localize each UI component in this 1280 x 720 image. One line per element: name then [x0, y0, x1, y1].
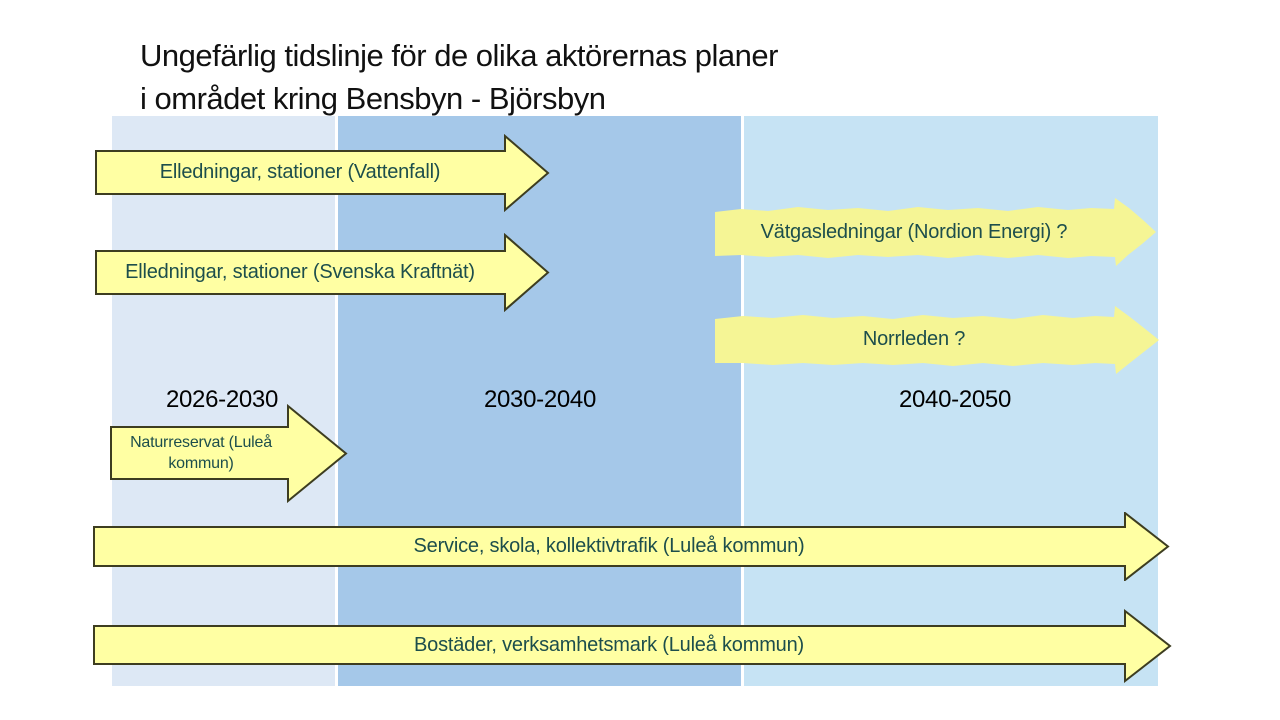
timeline-arrow-naturreservat: Naturreservat (Luleå kommun) — [110, 404, 348, 503]
timeline-arrow-vatgasledningar: Vätgasledningar (Nordion Energi) ? — [713, 195, 1158, 270]
slide-title: Ungefärlig tidslinje för de olika aktöre… — [140, 34, 778, 120]
arrow-label-norrleden: Norrleden ? — [862, 328, 966, 350]
arrow-label-vattenfall: Elledningar, stationer (Vattenfall) — [159, 161, 441, 183]
right-arrow-shape-icon — [93, 609, 1172, 683]
right-arrow-shape-icon — [110, 404, 348, 503]
period-band-2030-2040 — [338, 116, 741, 686]
period-band-2026-2030 — [112, 116, 335, 686]
timeline-arrow-svenska-kraftnat: Elledningar, stationer (Svenska Kraftnät… — [95, 233, 550, 312]
slide-title-line2: i området kring Bensbyn - Björsbyn — [140, 81, 606, 116]
timeline-arrow-vattenfall: Elledningar, stationer (Vattenfall) — [95, 134, 550, 212]
slide-title-line1: Ungefärlig tidslinje för de olika aktöre… — [140, 38, 778, 73]
arrow-label-vatgasledningar: Vätgasledningar (Nordion Energi) ? — [760, 220, 1068, 243]
timeline-arrow-norrleden: Norrleden ? — [713, 303, 1161, 377]
right-arrow-shape-icon — [95, 134, 550, 212]
hand-drawn-right-arrow-icon — [715, 198, 1156, 266]
period-label-2030-2040: 2030-2040 — [483, 386, 597, 413]
arrow-label-naturreservat: Naturreservat (Luleå kommun) — [130, 434, 272, 472]
right-arrow-shape-icon — [95, 233, 550, 312]
arrow-label-bostader: Bostäder, verksamhetsmark (Luleå kommun) — [414, 633, 804, 656]
hand-drawn-right-arrow-icon — [715, 306, 1159, 374]
period-label-2026-2030: 2026-2030 — [165, 386, 279, 413]
right-arrow-shape-icon — [93, 512, 1170, 581]
timeline-arrow-bostader: Bostäder, verksamhetsmark (Luleå kommun) — [93, 609, 1172, 683]
arrow-label-svenska-kraftnat: Elledningar, stationer (Svenska Kraftnät… — [125, 261, 475, 283]
arrow-label-service: Service, skola, kollektivtrafik (Luleå k… — [413, 535, 805, 557]
period-label-2040-2050: 2040-2050 — [898, 386, 1012, 413]
timeline-arrow-service: Service, skola, kollektivtrafik (Luleå k… — [93, 512, 1170, 581]
